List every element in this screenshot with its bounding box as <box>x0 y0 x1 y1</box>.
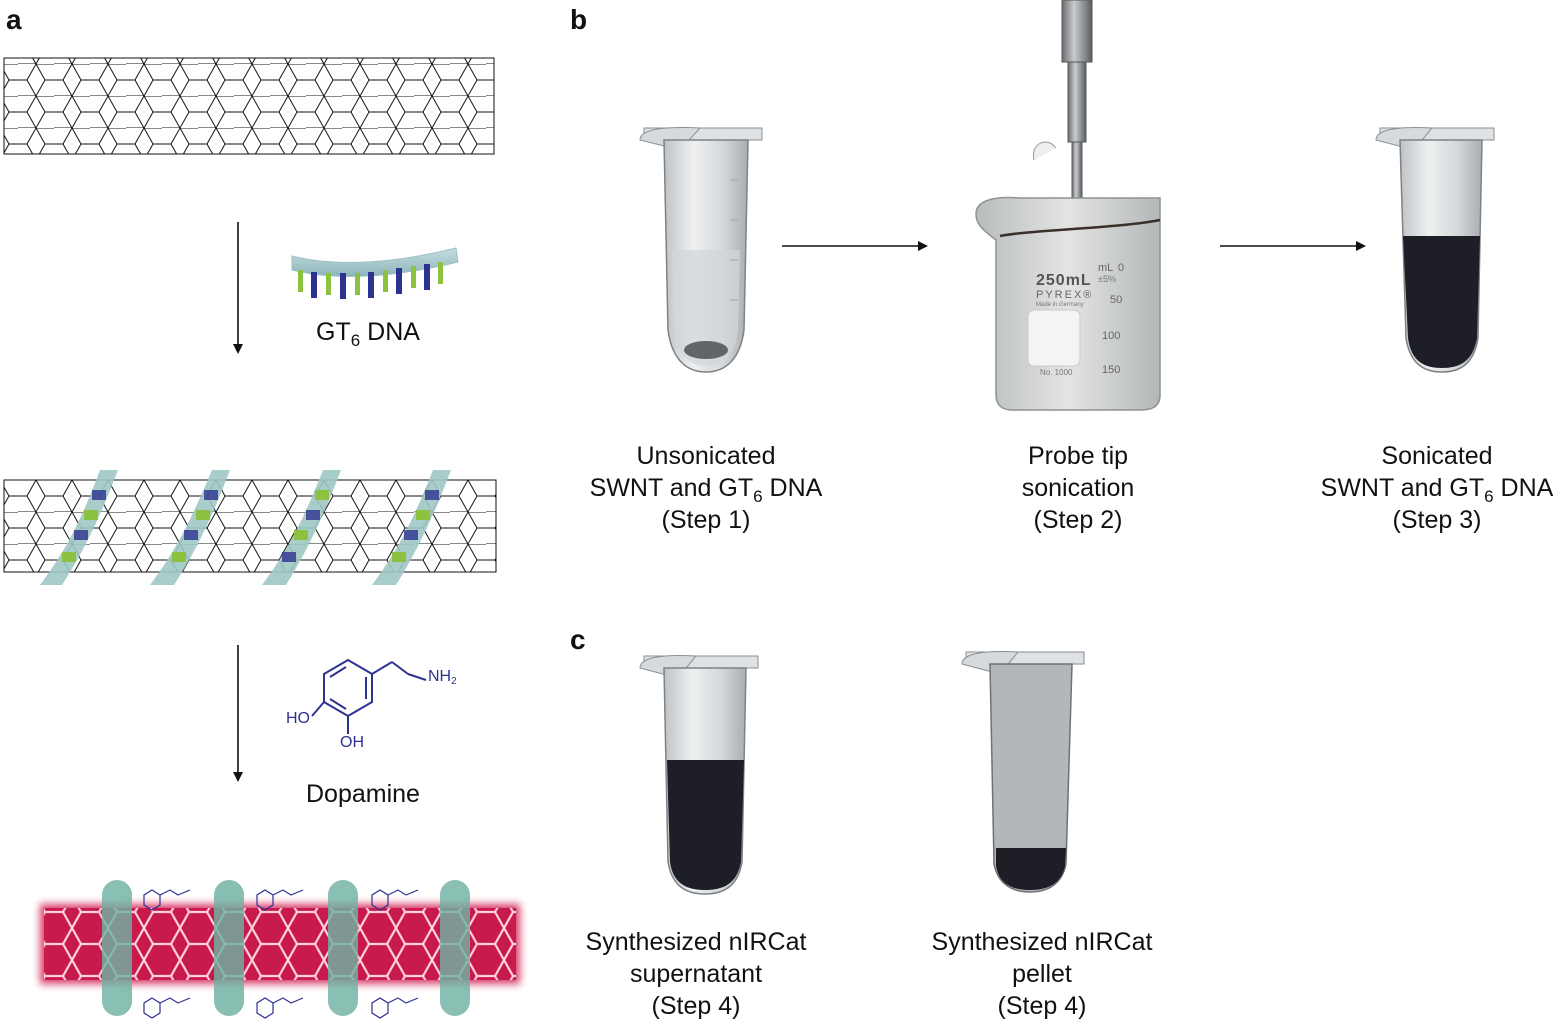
beaker-origin: Made in Germany <box>1036 302 1084 308</box>
tube-unsonicated <box>639 127 763 373</box>
dopamine-structure <box>311 658 427 734</box>
caption-step4-pellet: Synthesized nIRCat pellet (Step 4) <box>931 928 1153 1020</box>
beaker-unit: mL <box>1098 262 1114 274</box>
dopamine-label: Dopamine <box>306 780 420 808</box>
caption-step3: Sonicated SWNT and GT6 DNA (Step 3) <box>1320 442 1554 534</box>
beaker-volume: 250mL <box>1036 272 1092 289</box>
tube-sonicated <box>1375 127 1495 373</box>
beaker-tick-100: 100 <box>1102 330 1121 342</box>
beaker-number: No. 1000 <box>1040 368 1073 377</box>
dopamine-nh2: NH2 <box>428 668 457 687</box>
nircat-nanotube <box>40 880 520 1019</box>
caption-step4-supernatant: Synthesized nIRCat supernatant (Step 4) <box>585 928 807 1020</box>
caption-step2: Probe tip sonication (Step 2) <box>1021 442 1135 534</box>
bare-nanotube <box>3 57 495 155</box>
tube-supernatant <box>639 655 759 895</box>
beaker-tolerance: ±5% <box>1098 274 1116 284</box>
beaker-tick-150: 150 <box>1102 364 1121 376</box>
beaker-tick-50: 50 <box>1110 294 1123 306</box>
panel-letter-a: a <box>6 4 22 35</box>
dopamine-oh: OH <box>340 734 364 751</box>
caption-step1: Unsonicated SWNT and GT6 DNA (Step 1) <box>589 442 823 534</box>
tube-pellet <box>961 651 1085 893</box>
gt6-dna-label: GT6 DNA <box>316 318 420 350</box>
beaker-tick-0: 0 <box>1118 262 1125 274</box>
beaker-brand: PYREX® <box>1036 289 1094 301</box>
panel-letter-b: b <box>570 4 588 35</box>
panel-letter-c: c <box>570 624 586 655</box>
dopamine-ho: HO <box>286 710 310 727</box>
probe-sonicator <box>1061 0 1093 243</box>
beaker <box>975 141 1161 411</box>
gt6-dna-icon <box>291 247 459 299</box>
dna-wrapped-nanotube <box>3 470 497 585</box>
